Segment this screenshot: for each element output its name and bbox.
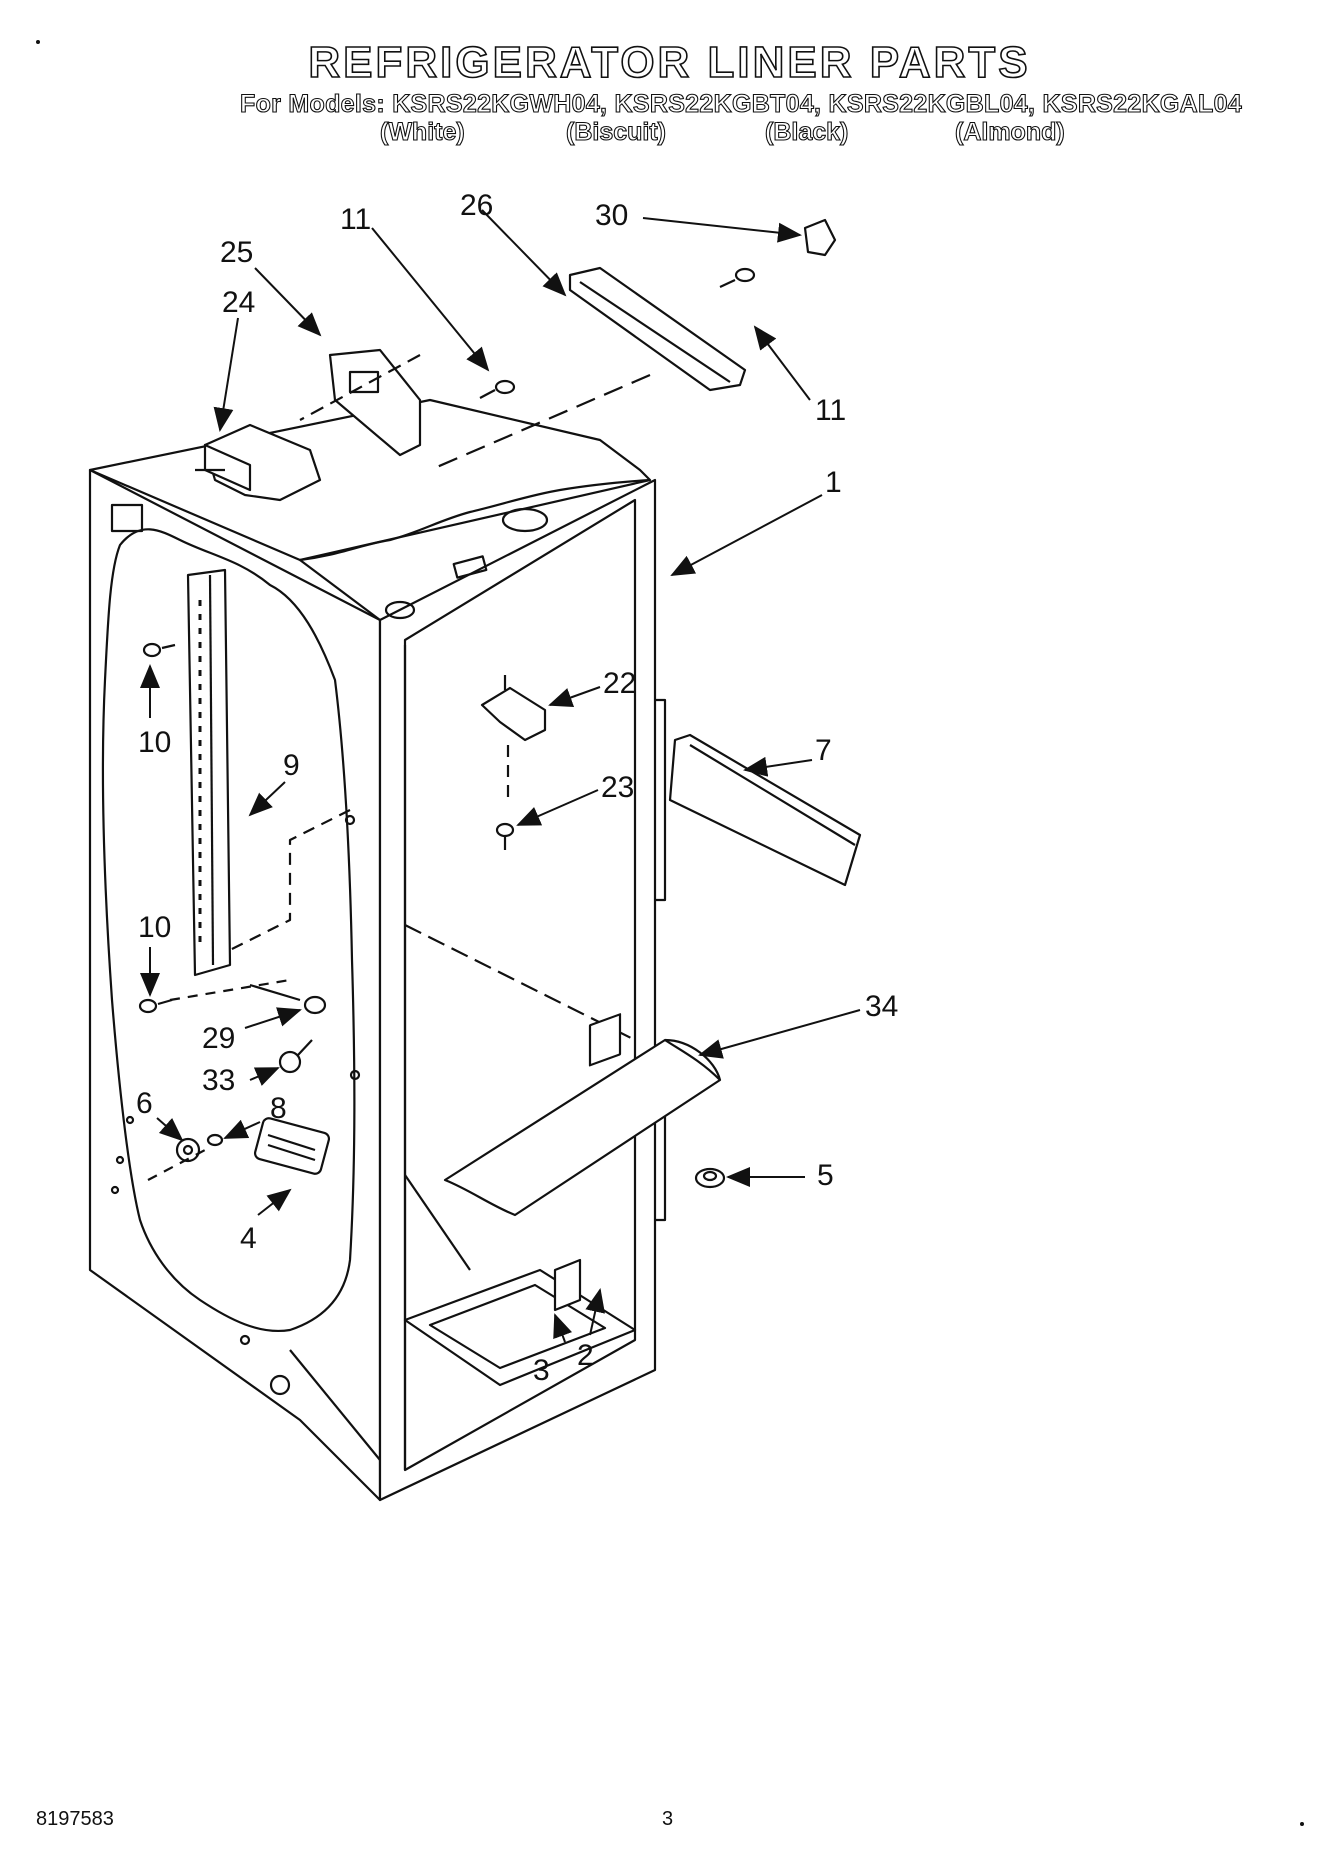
part-11-screw-left	[479, 379, 516, 399]
color-almond: (Almond)	[954, 117, 1065, 146]
callout-10-lower: 10	[138, 911, 171, 944]
part-24-control-housing	[195, 423, 322, 502]
callout-26: 26	[460, 189, 493, 222]
part-30-clip	[803, 218, 837, 257]
part-33-bulb	[278, 1039, 313, 1074]
part-3-bracket	[553, 1258, 582, 1312]
callout-34: 34	[865, 990, 898, 1023]
liner-cabinet	[88, 398, 667, 1502]
callout-labels: 11 26 30 25 24 11 1 22 23 7 9 10 10 29 3…	[136, 189, 898, 1387]
part-10-screw-upper	[142, 642, 176, 658]
callout-11-left: 11	[340, 203, 371, 236]
part-22-bracket	[480, 675, 547, 800]
part-5-grommet	[694, 1167, 726, 1189]
callout-5: 5	[817, 1159, 834, 1192]
callout-10-upper: 10	[138, 726, 171, 759]
part-26-top-rail	[429, 266, 747, 472]
corner-mark	[1300, 1822, 1304, 1826]
part-10-screw-lower	[138, 998, 173, 1014]
corner-mark	[36, 40, 40, 44]
callout-9: 9	[283, 749, 300, 782]
callout-22: 22	[603, 667, 636, 700]
part-7-shelf-support	[668, 733, 862, 887]
models-line: For Models: KSRS22KGWH04, KSRS22KGBT04, …	[239, 89, 1243, 118]
page-title: REFRIGERATOR LINER PARTS	[308, 37, 1031, 88]
part-6-knob	[175, 1137, 201, 1163]
part-25-bracket	[299, 348, 422, 457]
part-9-shelf-ladder	[186, 568, 232, 977]
callout-25: 25	[220, 236, 253, 269]
callout-2: 2	[577, 1339, 594, 1372]
document-number: 8197583	[36, 1808, 114, 1830]
callout-1: 1	[825, 466, 842, 499]
part-2-bracket	[588, 1013, 622, 1067]
callout-33: 33	[202, 1064, 235, 1097]
callout-7: 7	[815, 734, 832, 767]
part-8-bushing	[206, 1133, 224, 1147]
callout-4: 4	[240, 1222, 257, 1255]
color-white: (White)	[379, 117, 465, 146]
leader-lines	[140, 209, 861, 1343]
color-black: (Black)	[764, 117, 849, 146]
color-biscuit: (Biscuit)	[565, 117, 666, 146]
callout-6: 6	[136, 1087, 153, 1120]
part-34-cover	[443, 1038, 722, 1217]
callout-30: 30	[595, 199, 628, 232]
part-23-screw	[495, 822, 515, 850]
part-4-grille	[253, 1117, 331, 1175]
callout-11-right: 11	[815, 394, 846, 427]
page-number: 3	[662, 1808, 674, 1830]
callout-29: 29	[202, 1022, 235, 1055]
part-29-socket	[249, 983, 327, 1015]
callout-23: 23	[601, 771, 634, 804]
callout-8: 8	[270, 1092, 287, 1125]
callout-3: 3	[533, 1354, 550, 1387]
part-11-screw-right	[719, 267, 756, 288]
callout-24: 24	[222, 286, 255, 319]
